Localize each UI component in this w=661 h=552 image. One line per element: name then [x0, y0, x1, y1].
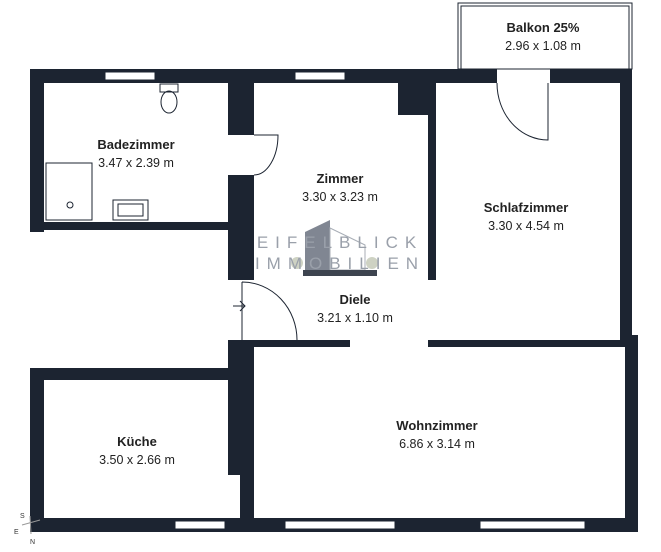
bathroom-fixtures: [45, 83, 179, 221]
svg-text:E: E: [14, 529, 19, 536]
company-logo: [291, 220, 378, 276]
svg-text:S: S: [20, 513, 25, 520]
doors: [241, 82, 549, 341]
svg-text:N: N: [30, 539, 35, 546]
walls: [30, 69, 638, 532]
balcony-railing: [460, 5, 630, 70]
compass-icon: S E N: [14, 513, 41, 546]
room-balkon: Balkon 25%2.96 x 1.08 m: [505, 20, 581, 53]
windows: [104, 71, 586, 530]
logo-text-1: EIFELBLICK: [256, 233, 424, 252]
logo-text-2: IMMOBILIEN: [254, 254, 426, 273]
entrance-arrow-icon: [233, 300, 246, 312]
